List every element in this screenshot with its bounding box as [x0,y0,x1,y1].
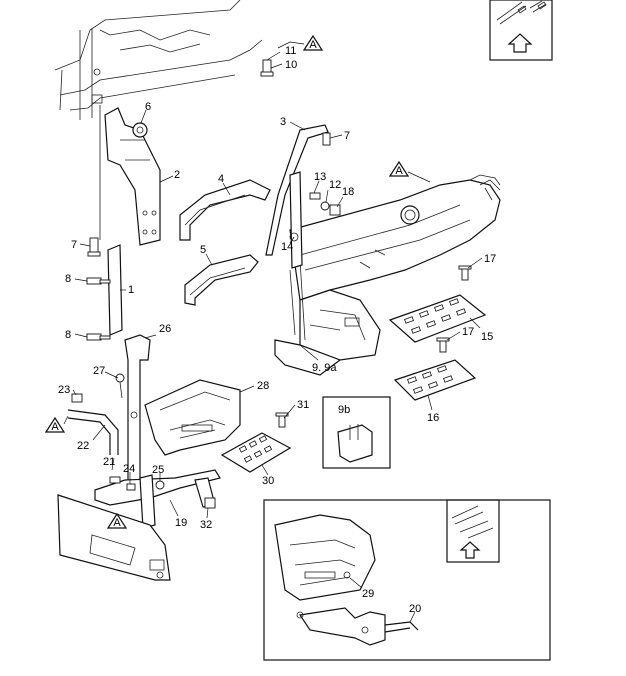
label-27: 27 [93,365,105,377]
label-22: 22 [77,440,89,452]
label-23: 23 [58,384,70,396]
part-15-grating [388,294,487,343]
label-1: 1 [128,284,134,296]
bolt-24 [126,483,136,491]
bolt-23 [71,393,83,403]
label-9-9a: 9. 9a [312,362,337,374]
label-32: 32 [200,519,212,531]
ref-marker-a-left: A [44,415,69,433]
ref-marker-a-top: A [277,34,324,51]
part-14-brace [289,171,303,269]
part-3-brace [265,124,329,256]
label-29: 29 [362,588,374,600]
part-4-rail [179,179,271,241]
bolt-32 [204,497,216,509]
bolt-8-top [86,277,111,285]
label-10: 10 [285,59,297,71]
inset-box [263,499,551,661]
leader-lines [72,51,483,623]
part-5-rail [184,254,259,306]
bumper [57,494,171,581]
label-25: 25 [152,464,164,476]
label-14: 14 [281,241,293,253]
label-26: 26 [159,323,171,335]
bolt-13 [309,192,321,200]
label-8-low: 8 [65,329,71,341]
svg-text:A: A [51,421,59,433]
label-30: 30 [262,475,274,487]
label-31: 31 [297,399,309,411]
ref-marker-a-frame: A [388,160,431,183]
label-19: 19 [175,517,187,529]
label-12: 12 [329,179,341,191]
label-17-low: 17 [462,326,474,338]
label-17-top: 17 [484,253,496,265]
ref-marker-a-bumper: A [106,512,128,529]
bolt-21 [109,476,121,484]
label-18: 18 [342,186,354,198]
bolt-7-left [87,237,101,257]
part-labels: 11 10 6 3 7 2 4 13 12 18 7 5 14 17 8 1 2… [58,45,496,615]
svg-text:A: A [395,165,403,177]
front-arrow-icon [496,0,547,53]
part-22-tube [67,409,119,455]
frame-rail [274,174,501,376]
bolt-31 [275,412,289,428]
inset-direction [446,499,500,563]
bolt-7-top [322,132,331,146]
label-9b: 9b [338,404,350,416]
bolt-18 [329,204,341,216]
label-5: 5 [200,244,206,256]
part-26-bracket [124,334,151,483]
bolt-17-low [436,337,450,353]
label-7-left: 7 [71,239,77,251]
label-13: 13 [314,171,326,183]
part-1-bracket [99,105,123,336]
direction-box-top [489,0,553,61]
label-6: 6 [145,101,151,113]
bolt-8-low [86,333,111,341]
label-8-top: 8 [65,273,71,285]
label-2: 2 [174,169,180,181]
part-30-grating [220,432,292,473]
label-11: 11 [285,45,296,57]
label-7-top: 7 [344,130,350,142]
label-20: 20 [409,603,421,615]
detail-box-9b [322,396,391,469]
bolt-17-top [458,265,472,281]
cab-structure [54,0,263,120]
label-4: 4 [218,173,224,185]
bolt-27 [115,373,125,399]
svg-text:A: A [309,39,317,51]
part-2-plate [104,107,161,246]
bolt-25 [155,480,165,490]
part-16-grating [393,359,477,401]
part-28-step [144,379,241,456]
label-15: 15 [481,331,493,343]
label-16: 16 [427,412,439,424]
svg-text:A: A [113,517,121,529]
bolt-12 [320,201,330,211]
label-21: 21 [103,456,115,468]
label-24: 24 [123,463,135,475]
label-28: 28 [257,380,269,392]
label-3: 3 [280,116,286,128]
part-6-nut [132,122,148,138]
